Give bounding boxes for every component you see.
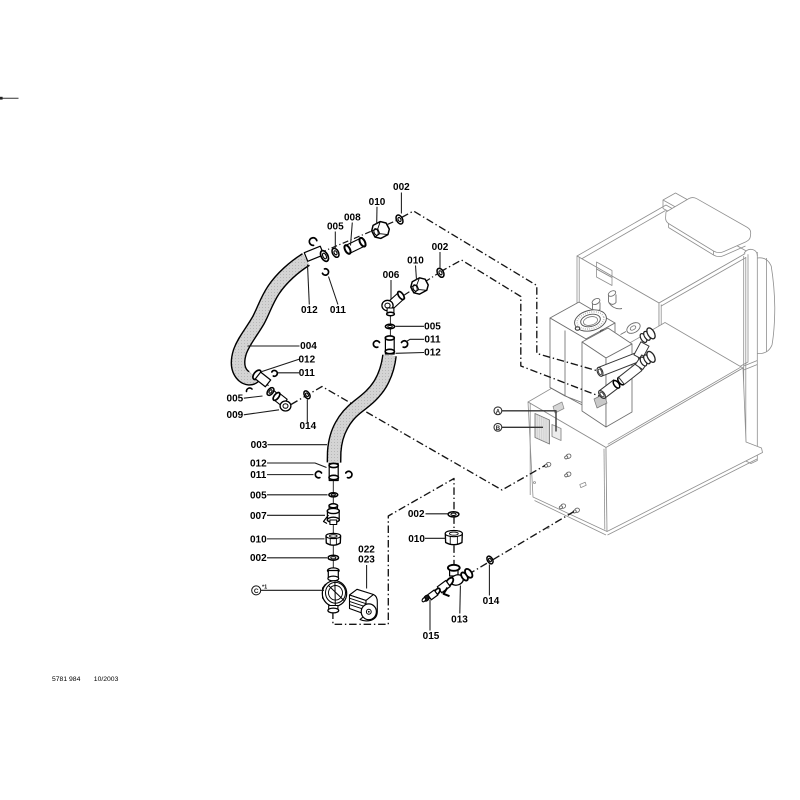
svg-text:012: 012 bbox=[424, 347, 441, 358]
svg-text:007: 007 bbox=[250, 511, 267, 522]
svg-text:*1: *1 bbox=[262, 585, 267, 591]
svg-text:012: 012 bbox=[301, 305, 318, 316]
svg-text:10/2003: 10/2003 bbox=[94, 676, 119, 683]
svg-text:A: A bbox=[496, 409, 501, 415]
svg-text:005: 005 bbox=[227, 393, 244, 404]
svg-text:010: 010 bbox=[250, 534, 267, 545]
svg-text:014: 014 bbox=[299, 421, 316, 432]
svg-text:005: 005 bbox=[250, 490, 267, 501]
svg-text:010: 010 bbox=[369, 197, 386, 208]
svg-text:002: 002 bbox=[393, 182, 410, 193]
svg-text:010: 010 bbox=[407, 256, 424, 267]
svg-text:011: 011 bbox=[424, 334, 441, 345]
svg-text:003: 003 bbox=[251, 440, 268, 451]
svg-text:011: 011 bbox=[330, 305, 347, 316]
svg-text:C: C bbox=[254, 588, 259, 595]
svg-text:002: 002 bbox=[250, 553, 267, 564]
svg-text:006: 006 bbox=[383, 270, 400, 281]
svg-text:002: 002 bbox=[432, 242, 449, 253]
svg-text:012: 012 bbox=[298, 354, 315, 365]
svg-text:011: 011 bbox=[250, 470, 267, 481]
svg-text:002: 002 bbox=[408, 509, 425, 520]
svg-text:B: B bbox=[496, 426, 501, 432]
svg-text:008: 008 bbox=[344, 213, 361, 224]
svg-text:005: 005 bbox=[327, 222, 344, 233]
svg-text:5781 984: 5781 984 bbox=[52, 676, 81, 683]
svg-text:013: 013 bbox=[451, 615, 468, 626]
svg-text:022: 022 bbox=[358, 544, 375, 555]
svg-text:023: 023 bbox=[358, 554, 375, 565]
svg-text:005: 005 bbox=[424, 321, 441, 332]
svg-text:012: 012 bbox=[250, 458, 267, 469]
svg-text:004: 004 bbox=[300, 341, 317, 352]
svg-text:015: 015 bbox=[423, 631, 440, 642]
svg-text:010: 010 bbox=[408, 534, 425, 545]
svg-text:009: 009 bbox=[227, 410, 244, 421]
svg-text:014: 014 bbox=[483, 596, 500, 607]
svg-text:011: 011 bbox=[299, 368, 316, 379]
